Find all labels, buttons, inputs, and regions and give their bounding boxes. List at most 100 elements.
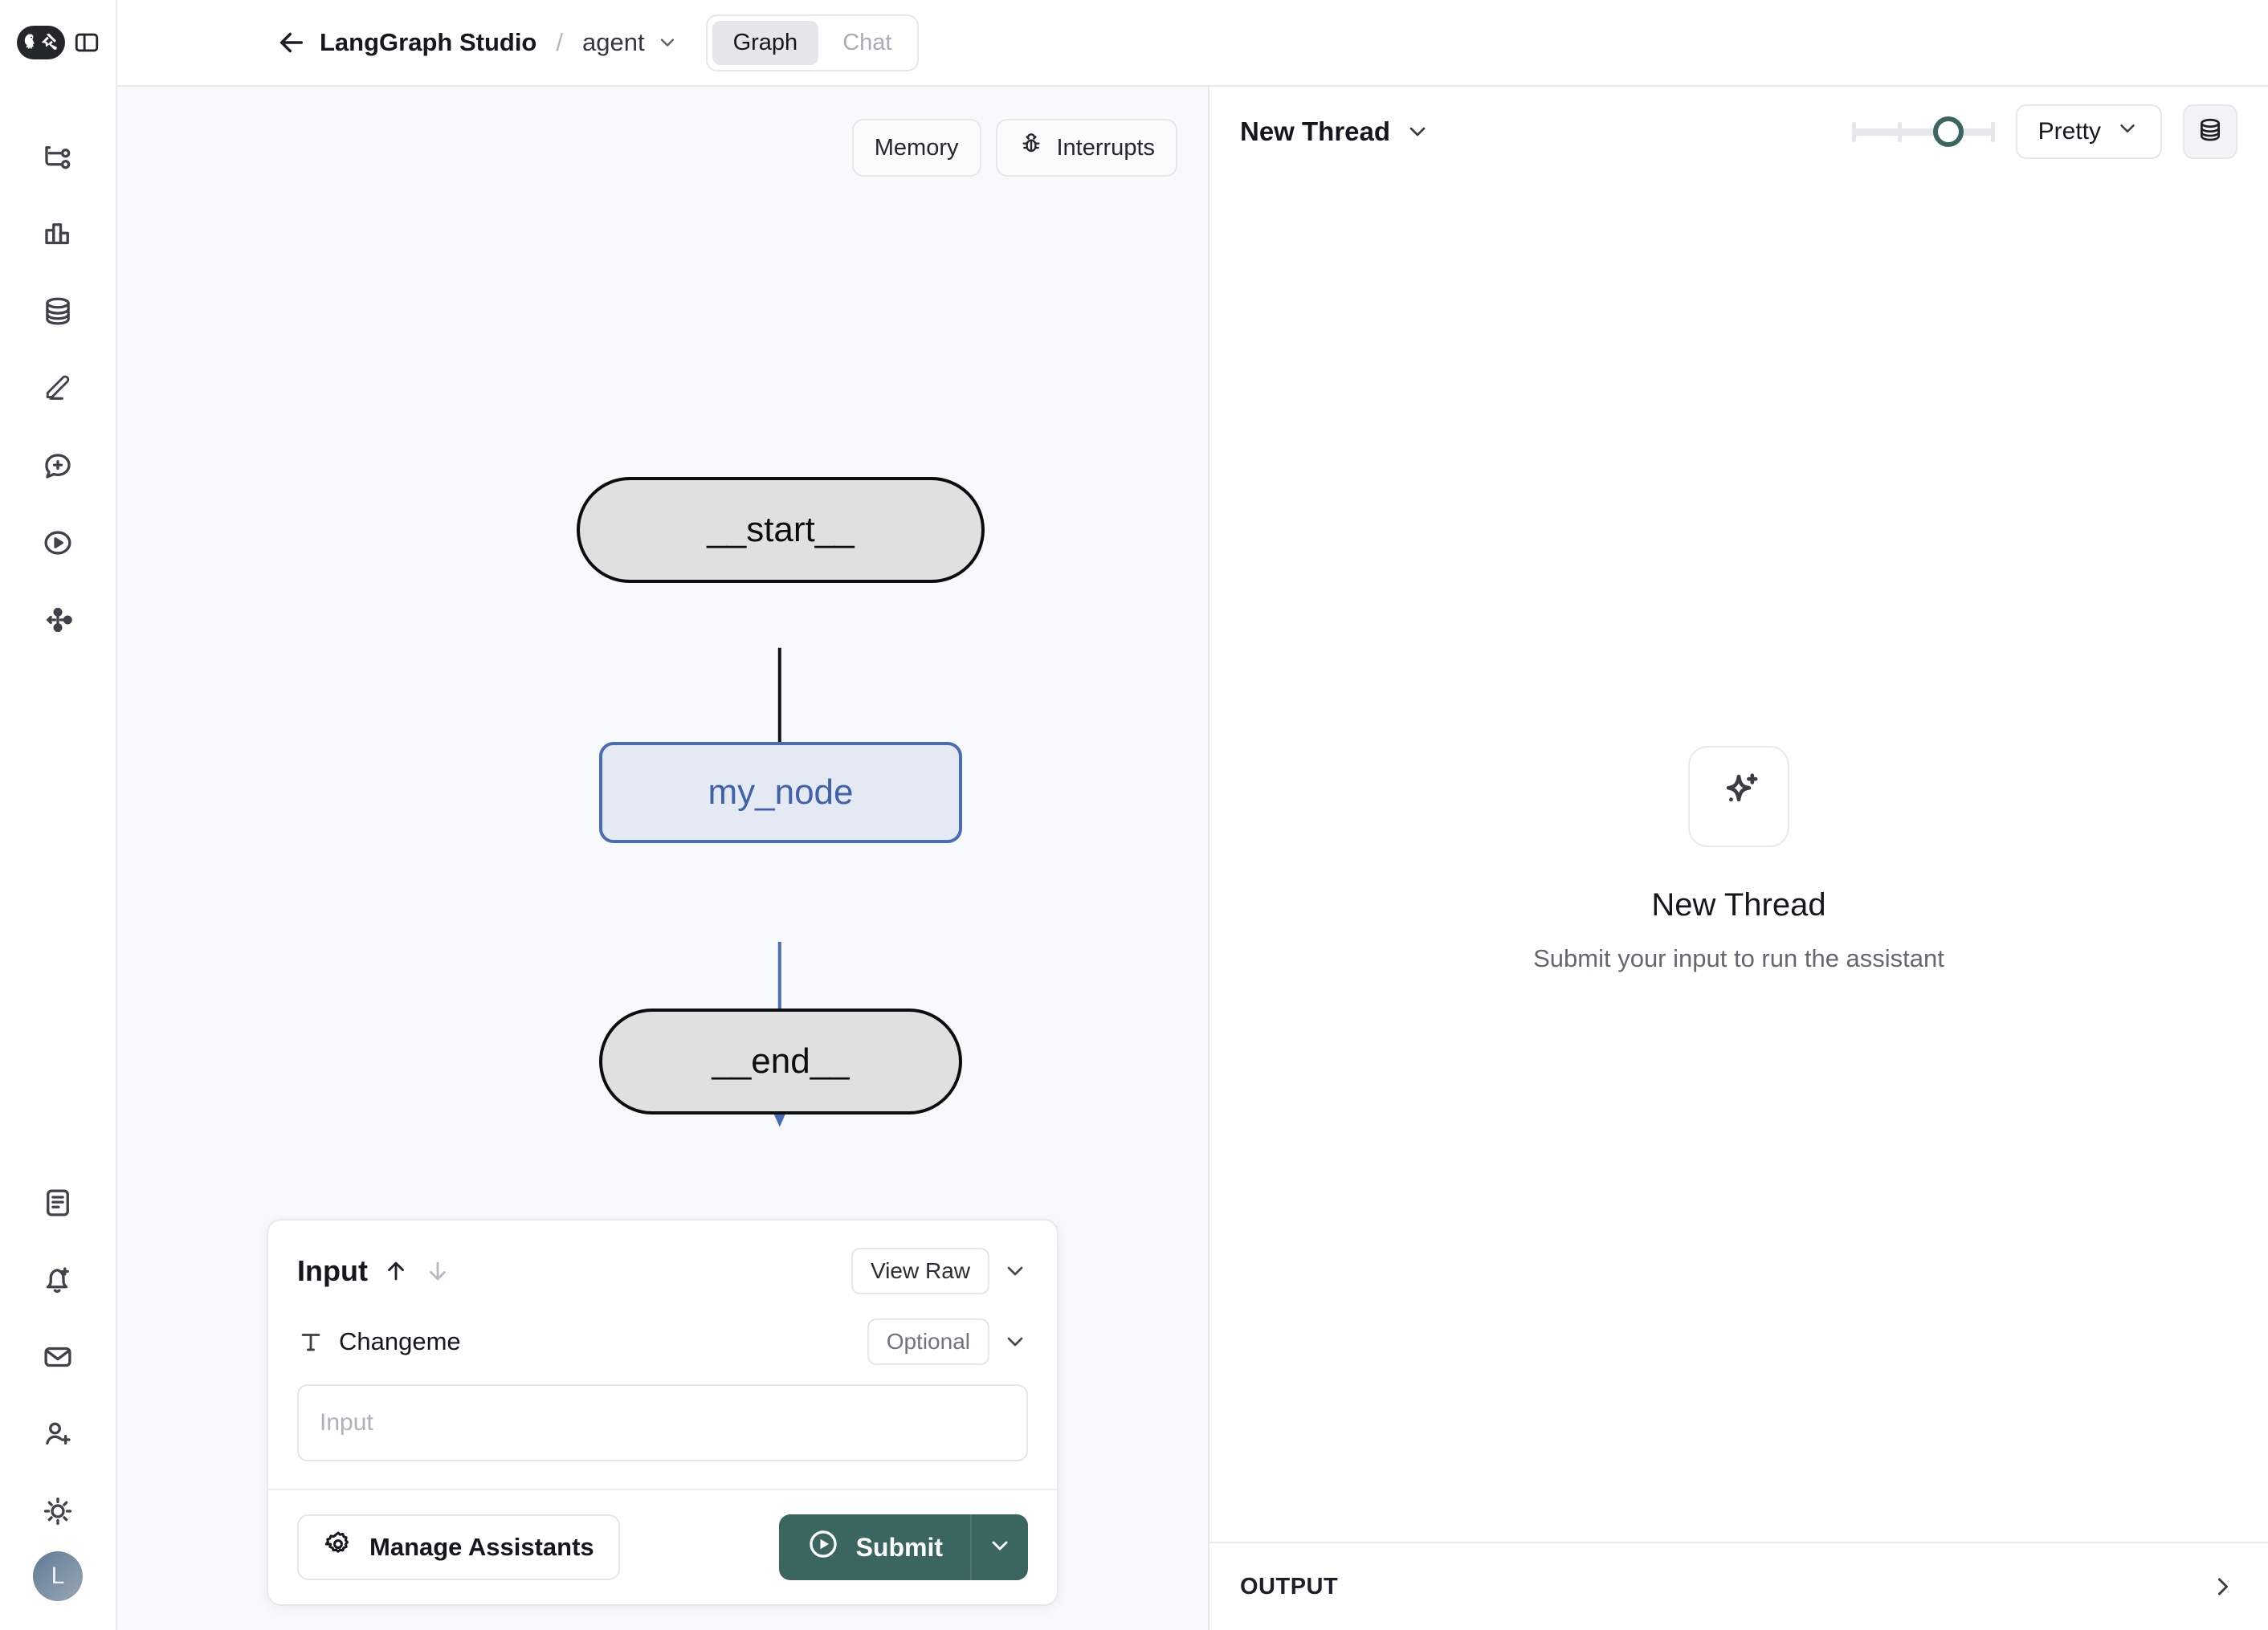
sidebar-item-invite[interactable]: [19, 1397, 96, 1474]
slider-tick-1: [1897, 122, 1902, 142]
submit-label: Submit: [855, 1532, 943, 1562]
graph-node-start[interactable]: __start__: [577, 477, 985, 583]
envelope-icon: [41, 1340, 75, 1378]
document-icon: [41, 1186, 75, 1224]
sidebar-item-analytics[interactable]: [19, 198, 96, 275]
logo-zone: [0, 0, 117, 85]
input-panel-footer: Manage Assistants Submit: [268, 1489, 1057, 1604]
graph-node-my-node-label: my_node: [708, 772, 854, 812]
chevron-down-icon[interactable]: [1002, 1258, 1028, 1284]
input-field-row: Changeme Optional: [268, 1299, 1057, 1368]
play-circle-icon: [806, 1527, 840, 1567]
bar-chart-icon: [41, 218, 75, 255]
sidebar-item-prompts[interactable]: [19, 429, 96, 506]
database-icon: [41, 295, 75, 332]
thread-selector[interactable]: New Thread: [1240, 116, 1391, 146]
thread-toolbar: New Thread Pretty: [1209, 87, 2268, 177]
sparkles-icon-frame: [1688, 745, 1789, 847]
sidebar-item-deployments[interactable]: [19, 583, 96, 660]
page-title: LangGraph Studio: [320, 28, 537, 56]
empty-state-title: New Thread: [1651, 886, 1826, 923]
input-field-label: Changeme: [339, 1327, 461, 1355]
optional-badge[interactable]: Optional: [867, 1318, 989, 1365]
slider-tick-2: [1990, 122, 1995, 142]
chevron-down-icon[interactable]: [656, 31, 679, 54]
input-panel-title: Input: [297, 1254, 368, 1287]
sun-icon: [41, 1494, 75, 1532]
main-column: LangGraph Studio / agent Graph Chat Memo…: [17, 0, 2268, 1630]
database-icon: [2197, 116, 2224, 148]
output-bar[interactable]: OUTPUT: [1209, 1542, 2268, 1630]
format-select[interactable]: Pretty: [2015, 104, 2162, 159]
output-label: OUTPUT: [1240, 1573, 1339, 1599]
arrow-down-icon[interactable]: [424, 1257, 451, 1285]
graph-pane: Memory Interrupts: [117, 87, 1209, 1630]
input-panel: Input View Raw: [267, 1219, 1059, 1606]
graph-node-my-node[interactable]: my_node: [599, 742, 962, 843]
pencil-icon: [41, 372, 75, 410]
sidebar-item-theme[interactable]: [19, 1474, 96, 1551]
play-circle-icon: [41, 526, 75, 564]
sidebar-item-annotate[interactable]: [19, 352, 96, 429]
chevron-down-icon: [2115, 116, 2140, 147]
arrow-up-icon[interactable]: [382, 1257, 410, 1285]
view-mode-tabs: Graph Chat: [705, 14, 920, 71]
view-raw-button[interactable]: View Raw: [851, 1248, 989, 1294]
interrupts-button[interactable]: Interrupts: [995, 119, 1177, 177]
sidebar-item-docs[interactable]: [19, 1166, 96, 1243]
input-field-wrap: [268, 1368, 1057, 1489]
left-rail: L: [0, 0, 117, 1630]
sidebar-item-alerts[interactable]: [19, 1243, 96, 1320]
user-plus-icon: [41, 1417, 75, 1455]
body-split: Memory Interrupts: [117, 87, 2268, 1630]
manage-assistants-label: Manage Assistants: [369, 1533, 594, 1561]
input-panel-header-actions: View Raw: [851, 1248, 1028, 1294]
manage-assistants-button[interactable]: Manage Assistants: [297, 1514, 620, 1580]
breadcrumb-separator: /: [556, 28, 563, 56]
thread-empty-state: New Thread Submit your input to run the …: [1209, 177, 2268, 1542]
app-logo[interactable]: [17, 26, 65, 59]
tab-graph[interactable]: Graph: [712, 20, 819, 65]
sidebar-item-datasets[interactable]: [19, 275, 96, 352]
avatar[interactable]: L: [33, 1551, 83, 1601]
memory-label: Memory: [874, 134, 959, 161]
graph-node-end-label: __end__: [712, 1041, 850, 1081]
gear-icon: [323, 1529, 353, 1566]
chevron-down-icon[interactable]: [1405, 119, 1430, 145]
chevron-down-icon[interactable]: [1002, 1329, 1028, 1355]
share-nodes-icon: [41, 603, 75, 641]
top-bar: LangGraph Studio / agent Graph Chat: [17, 0, 2268, 87]
submit-button[interactable]: Submit: [779, 1514, 970, 1580]
chevron-down-icon: [987, 1533, 1013, 1563]
tab-chat[interactable]: Chat: [842, 29, 892, 55]
graph-canvas[interactable]: __start__ my_node __end__: [117, 87, 1208, 1630]
slider-track: [1851, 128, 1995, 136]
interrupts-label: Interrupts: [1056, 134, 1156, 161]
sidebar-item-graph[interactable]: [19, 120, 96, 198]
thread-toolbar-actions: Pretty: [1851, 104, 2237, 159]
thread-store-button[interactable]: [2183, 104, 2237, 159]
input-panel-header: Input View Raw: [268, 1220, 1057, 1299]
assistant-selector[interactable]: agent: [582, 28, 645, 56]
submit-button-group: Submit: [778, 1514, 1028, 1580]
back-arrow-icon[interactable]: [275, 26, 308, 59]
format-select-value: Pretty: [2038, 118, 2101, 145]
submit-options-button[interactable]: [970, 1514, 1028, 1580]
empty-state-subtitle: Submit your input to run the assistant: [1533, 943, 1944, 972]
thread-pane: New Thread Pretty: [1209, 87, 2268, 1630]
sidebar-toggle-icon[interactable]: [73, 29, 100, 56]
sidebar-item-inbox[interactable]: [19, 1320, 96, 1397]
chevron-right-icon[interactable]: [2209, 1572, 2237, 1601]
sparkles-icon: [1714, 769, 1764, 823]
memory-button[interactable]: Memory: [851, 119, 981, 177]
slider-tick-0: [1851, 122, 1856, 142]
detail-slider[interactable]: [1851, 116, 1995, 148]
graph-branch-icon: [41, 141, 75, 178]
sidebar-item-playground[interactable]: [19, 506, 96, 583]
message-plus-icon: [41, 449, 75, 487]
graph-node-end[interactable]: __end__: [599, 1009, 962, 1115]
input-field-actions: Optional: [867, 1318, 1028, 1365]
changeme-input[interactable]: [297, 1384, 1028, 1461]
slider-handle[interactable]: [1932, 116, 1964, 147]
